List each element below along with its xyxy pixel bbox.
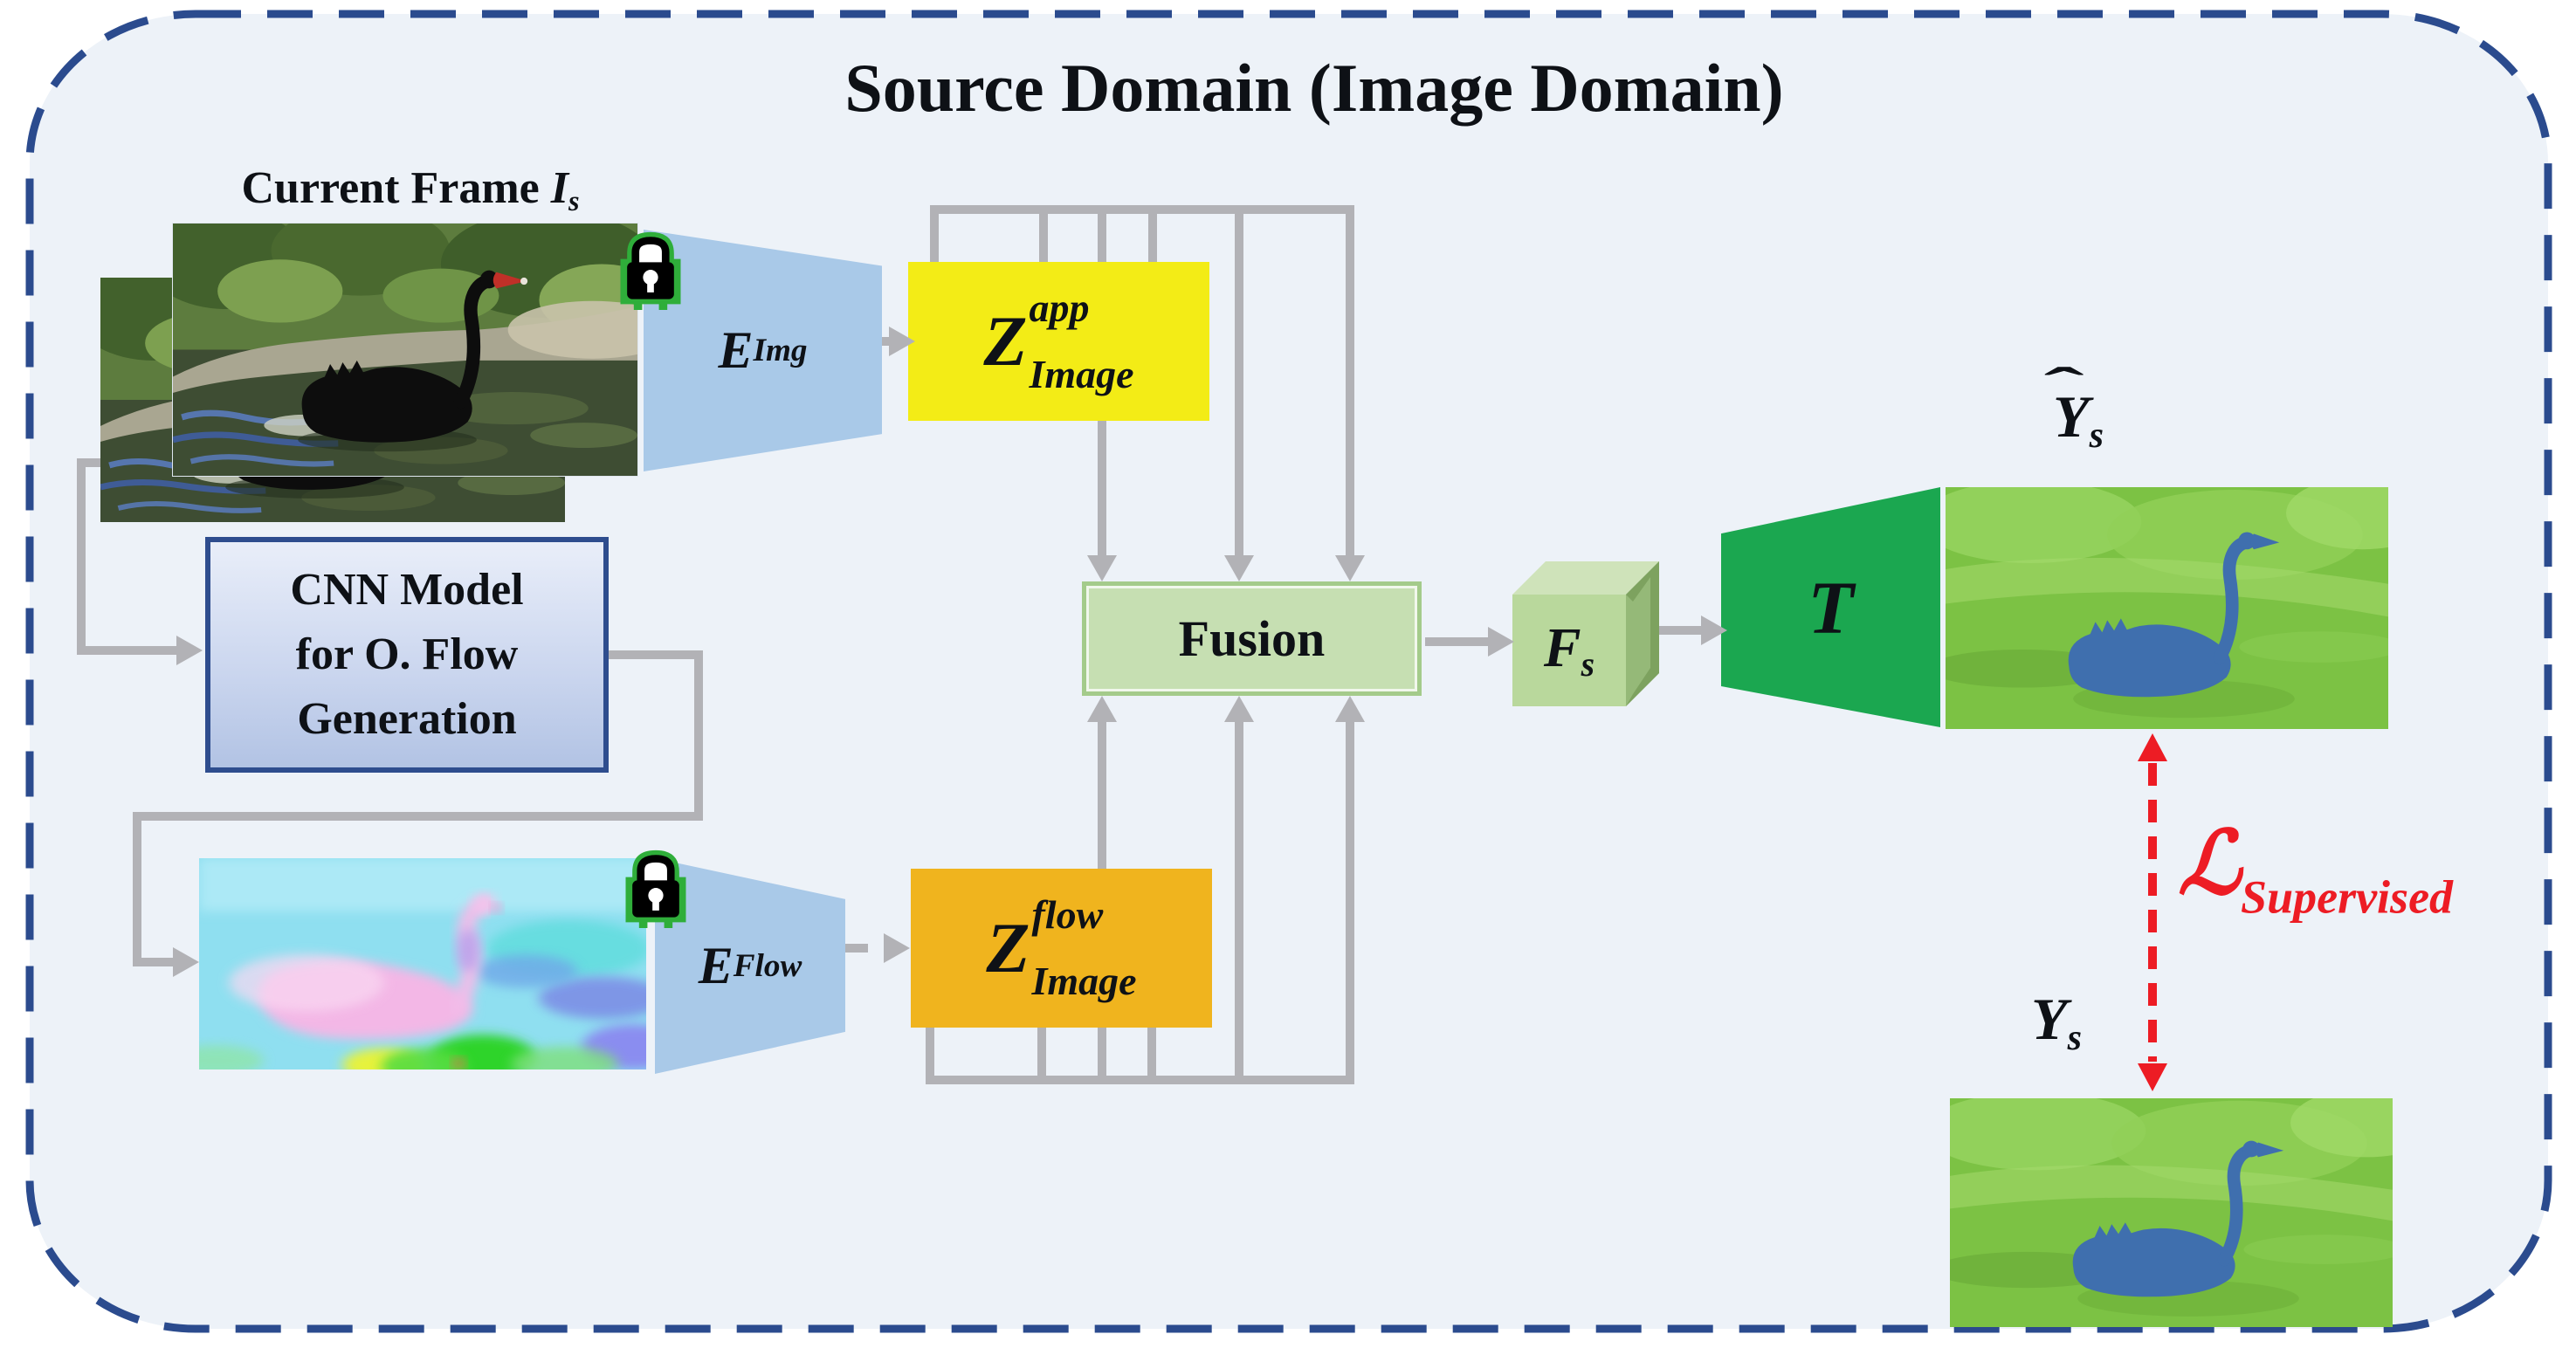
zapp-to-fusion-line [1235,214,1243,559]
encoder-img-subscript: Img [753,333,808,368]
fusion-input-arrowhead [1224,696,1254,722]
current-frame-label: Current Frame Is [166,162,655,217]
encoder-flow-to-zflow-line [844,944,868,953]
decoder-trapezoid [1721,487,1940,727]
zflow-to-fusion-line [1346,719,1354,1076]
cnn-to-flow-line [133,958,175,966]
zflow-subscript: Image [1031,959,1137,1003]
prediction-hat: ˆ [2043,356,2084,414]
encoder-flow-symbol: E [698,937,734,994]
fs-to-decoder-line [1659,626,1703,635]
zapp-skip-stub [1148,214,1157,262]
encoder-flow-trapezoid [655,858,845,1074]
zflow-skip-bus [926,1076,1354,1084]
encoder-flow-subscript: Flow [733,948,802,984]
encoder-flow-to-zflow-arrowhead [884,933,910,963]
loss-subscript: Supervised [2241,870,2454,924]
zflow-symbol: Z [986,908,1030,987]
fusion-input-arrowhead [1087,555,1117,581]
fusion-input-arrowhead [1335,555,1365,581]
fusion-to-fs-arrowhead [1488,627,1514,657]
frames-to-cnn-line [77,458,103,467]
lock-icon [622,849,690,929]
frames-to-cnn-line [77,646,176,655]
latent-zapp-box: Z app Image [908,262,1209,421]
predicted-segmentation-image [1946,487,2388,729]
cnn-to-flow-line [609,650,703,659]
prediction-symbol: Y [2053,383,2090,450]
fusion-input-arrowhead [1224,555,1254,581]
loss-dashed-line [2148,763,2157,1062]
fusion-input-arrowhead [1335,696,1365,722]
encoder-img-trapezoid [644,230,882,471]
fs-to-decoder-arrowhead [1701,616,1727,645]
loss-symbol: ℒ [2178,811,2242,914]
zapp-subscript: Image [1029,352,1134,396]
zapp-to-fusion-line [1346,214,1354,559]
zflow-skip-stub [1037,1028,1046,1076]
fusion-box: Fusion [1082,581,1422,696]
frames-to-cnn-arrowhead [176,636,203,665]
optical-flow-image [199,858,646,1069]
cnn-to-flow-line [133,812,703,821]
decoder-symbol: T [1808,565,1854,650]
encoder-img-to-zapp-arrowhead [889,327,915,356]
loss-arrowhead-down [2138,1063,2167,1091]
diagram-title: Source Domain (Image Domain) [844,50,1784,126]
supervised-loss-label: ℒSupervised [2178,819,2453,925]
zflow-skip-stub [1147,1028,1156,1076]
zflow-skip-stub [926,1028,934,1076]
encoder-img-symbol: E [718,321,754,379]
zflow-superscript: flow [1031,892,1104,937]
zflow-to-fusion-line [1235,719,1243,1076]
prediction-subscript: s [2089,414,2104,456]
zapp-skip-stub [930,214,939,262]
cnn-to-flow-line [133,812,141,962]
zapp-skip-bus [930,205,1354,214]
cnn-line2: for O. Flow [295,629,519,680]
zapp-symbol: Z [983,301,1028,381]
ground-truth-subscript: s [2067,1016,2082,1058]
zapp-superscript: app [1029,285,1090,330]
cnn-line1: CNN Model [290,565,524,616]
cnn-to-flow-line [694,650,703,821]
feature-subscript: s [1581,645,1595,684]
fusion-input-arrowhead [1087,696,1117,722]
frames-to-cnn-line [77,458,86,650]
ground-truth-segmentation-image [1950,1098,2393,1327]
fusion-label: Fusion [1178,610,1326,667]
ground-truth-label: Ys [1982,985,2131,1059]
current-frame-text: Current Frame [241,163,551,213]
cnn-line3: Generation [297,693,517,744]
zapp-skip-stub [1039,214,1048,262]
lock-icon [616,230,685,311]
cnn-optical-flow-box: CNN Model for O. Flow Generation [205,537,609,773]
cnn-to-flow-arrowhead [173,947,199,977]
loss-arrowhead-up [2138,733,2167,761]
decoder-label: T [1721,487,1940,727]
fusion-to-fs-line [1425,637,1490,646]
latent-zflow-box: Z flow Image [911,869,1212,1028]
current-frame-photo [172,223,638,477]
current-frame-subscript: s [568,185,580,217]
ground-truth-symbol: Y [2031,986,2068,1052]
feature-symbol: F [1543,616,1581,679]
encoder-img-to-zapp-line [880,337,892,346]
current-frame-symbol: I [550,163,568,213]
feature-cube: Fs [1512,561,1661,708]
